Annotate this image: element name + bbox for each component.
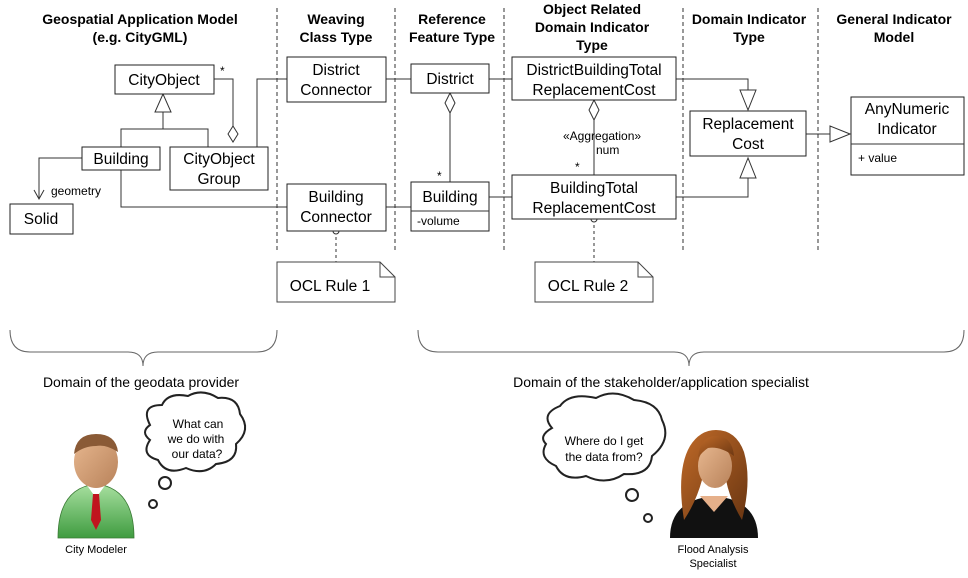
- header-line: Class Type: [300, 29, 373, 45]
- bubble-line: Where do I get: [565, 434, 644, 448]
- provider-domain-brace: [9, 329, 278, 367]
- box-label: DistrictBuildingTotal: [526, 62, 661, 79]
- bubble-line: What can: [173, 417, 224, 431]
- box-label: CityObject: [183, 151, 255, 168]
- header-line: Reference: [418, 11, 486, 27]
- any-numeric-indicator-box: AnyNumeric Indicator + value: [850, 96, 965, 176]
- building-connector-box: Building Connector: [286, 183, 387, 232]
- multiplicity-label: *: [220, 64, 225, 78]
- header-line: Model: [874, 29, 914, 45]
- specialist-thought-bubble: Where do I get the data from?: [542, 392, 667, 523]
- header-line: (e.g. CityGML): [93, 29, 188, 45]
- box-label: Indicator: [877, 121, 936, 138]
- column-header-weaving: Weaving Class Type: [300, 11, 373, 45]
- city-object-group-box: CityObject Group: [169, 146, 269, 191]
- city-object-box: CityObject: [114, 64, 215, 95]
- header-line: Feature Type: [409, 29, 495, 45]
- city-modeler-avatar: [57, 434, 135, 539]
- header-line: Domain Indicator: [535, 19, 650, 35]
- column-header-object-related: Object Related Domain Indicator Type: [535, 1, 650, 53]
- header-line: Object Related: [543, 1, 641, 17]
- box-label: Building: [93, 151, 148, 168]
- header-line: Geospatial Application Model: [42, 11, 238, 27]
- box-label: Cost: [732, 136, 765, 153]
- bubble-line: we do with: [167, 432, 225, 446]
- column-header-general-indicator: General Indicator Model: [836, 11, 952, 45]
- attribute-label: + value: [858, 151, 897, 165]
- box-label: District: [312, 62, 360, 79]
- aggregation-stereotype: «Aggregation»: [563, 129, 641, 143]
- provider-domain-caption: Domain of the geodata provider: [43, 374, 239, 390]
- box-label: Connector: [300, 82, 372, 99]
- column-header-domain-indicator: Domain Indicator Type: [692, 11, 807, 45]
- box-label: Solid: [24, 211, 58, 228]
- box-label: Building: [422, 189, 477, 206]
- header-line: Type: [733, 29, 765, 45]
- building-reference-box: Building -volume: [410, 181, 490, 232]
- city-modeler-caption: City Modeler: [65, 544, 127, 556]
- header-line: Weaving: [307, 11, 364, 27]
- multiplicity-label: *: [437, 169, 442, 183]
- specialist-caption-line: Flood Analysis: [678, 544, 749, 556]
- box-label: AnyNumeric: [865, 101, 950, 118]
- bubble-line: our data?: [172, 447, 223, 461]
- district-building-total-cost-box: DistrictBuildingTotal ReplacementCost: [511, 56, 677, 101]
- note-label: OCL Rule 2: [548, 278, 628, 295]
- header-line: Type: [576, 37, 608, 53]
- header-line: General Indicator: [836, 11, 952, 27]
- district-box: District: [410, 63, 490, 94]
- box-label: Replacement: [702, 116, 794, 133]
- multiplicity-label: *: [575, 160, 580, 174]
- box-label: Building: [308, 189, 363, 206]
- ocl-rule-1-note: OCL Rule 1: [276, 261, 396, 303]
- box-label: BuildingTotal: [550, 180, 638, 197]
- flood-analysis-specialist-avatar: [670, 430, 758, 538]
- aggregation-role: num: [596, 143, 619, 157]
- building-total-cost-box: BuildingTotal ReplacementCost: [511, 174, 677, 220]
- building-box: Building: [81, 146, 161, 171]
- box-label: ReplacementCost: [532, 82, 656, 99]
- box-label: Group: [197, 171, 240, 188]
- box-label: ReplacementCost: [532, 200, 656, 217]
- header-line: Domain Indicator: [692, 11, 807, 27]
- bubble-line: the data from?: [565, 450, 643, 464]
- solid-box: Solid: [9, 203, 74, 235]
- ocl-rule-2-note: OCL Rule 2: [534, 261, 654, 303]
- specialist-caption-line: Specialist: [689, 558, 736, 570]
- stakeholder-domain-caption: Domain of the stakeholder/application sp…: [513, 374, 809, 390]
- district-connector-box: District Connector: [286, 56, 387, 103]
- box-label: CityObject: [128, 72, 200, 89]
- box-label: Connector: [300, 209, 372, 226]
- attribute-label: -volume: [417, 214, 460, 228]
- replacement-cost-box: Replacement Cost: [689, 110, 807, 157]
- modeler-thought-bubble: What can we do with our data?: [144, 391, 247, 509]
- box-label: District: [426, 71, 474, 88]
- note-label: OCL Rule 1: [290, 278, 370, 295]
- column-header-geospatial: Geospatial Application Model (e.g. CityG…: [42, 11, 238, 45]
- stakeholder-domain-brace: [417, 329, 965, 367]
- geometry-label: geometry: [51, 184, 101, 198]
- column-header-reference: Reference Feature Type: [409, 11, 495, 45]
- column-separators: [276, 8, 819, 250]
